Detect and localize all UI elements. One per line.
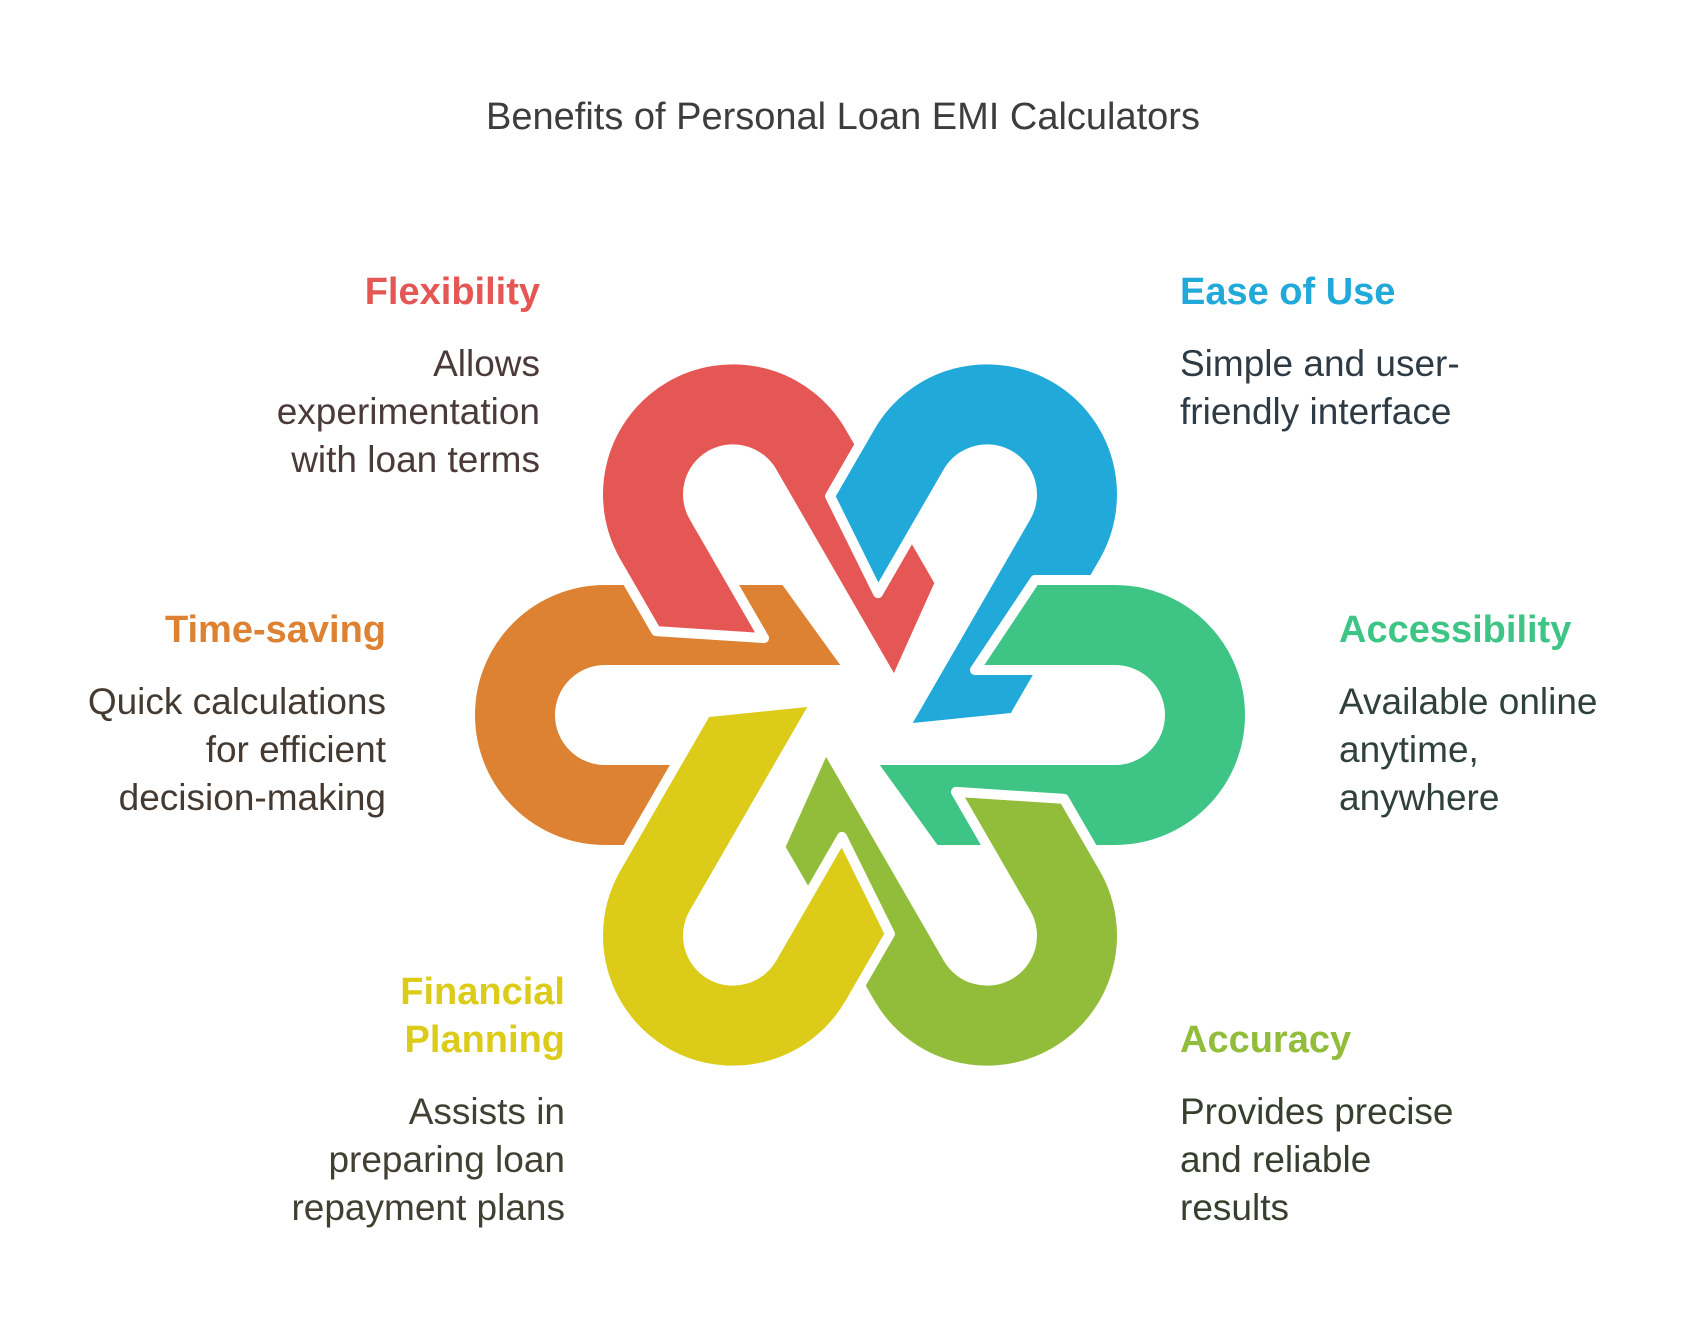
flexibility-description: Allows experimentation with loan terms — [140, 340, 540, 484]
diagram-title: Benefits of Personal Loan EMI Calculator… — [486, 96, 1200, 138]
accuracy-loop — [775, 740, 1127, 1076]
time-saving-line-1: Quick calculations — [87, 681, 386, 722]
financial-planning-loop — [593, 695, 895, 1076]
time-saving-heading: Time-saving — [164, 609, 386, 651]
financial-planning-block: Financial Planning Assists in preparing … — [160, 968, 565, 1232]
accessibility-line-3: anywhere — [1339, 777, 1500, 818]
accessibility-block: Accessibility Available online anytime, … — [1339, 606, 1679, 822]
accuracy-description: Provides precise and reliable results — [1180, 1088, 1600, 1232]
flexibility-loop — [593, 354, 945, 690]
accuracy-block: Accuracy Provides precise and reliable r… — [1180, 1016, 1600, 1232]
accuracy-line-2: and reliable — [1180, 1139, 1372, 1180]
time-saving-line-2: for efficient — [205, 729, 386, 770]
time-saving-loop — [465, 575, 855, 855]
financial-planning-heading-line-1: Financial — [400, 971, 565, 1013]
financial-planning-heading-line-2: Planning — [404, 1019, 565, 1061]
flexibility-line-2: experimentation — [276, 391, 540, 432]
financial-planning-heading: Financial Planning — [160, 968, 565, 1064]
financial-planning-line-3: repayment plans — [291, 1187, 565, 1228]
accessibility-description: Available online anytime, anywhere — [1339, 678, 1679, 822]
ease-of-use-block: Ease of Use Simple and user- friendly in… — [1180, 268, 1600, 436]
time-saving-line-3: decision-making — [118, 777, 386, 818]
ease-of-use-heading: Ease of Use — [1180, 271, 1396, 313]
flexibility-line-3: with loan terms — [291, 439, 540, 480]
time-saving-block: Time-saving Quick calculations for effic… — [20, 606, 386, 822]
flexibility-heading: Flexibility — [364, 271, 540, 313]
flexibility-line-1: Allows — [433, 343, 540, 384]
ease-of-use-line-1: Simple and user- — [1180, 343, 1460, 384]
accuracy-line-1: Provides precise — [1180, 1091, 1454, 1132]
accuracy-heading: Accuracy — [1180, 1019, 1352, 1061]
accessibility-loop — [865, 575, 1255, 855]
accuracy-line-3: results — [1180, 1187, 1289, 1228]
flexibility-block: Flexibility Allows experimentation with … — [140, 268, 540, 484]
accessibility-line-2: anytime, — [1339, 729, 1479, 770]
accessibility-line-1: Available online — [1339, 681, 1598, 722]
time-saving-description: Quick calculations for efficient decisio… — [20, 678, 386, 822]
ease-of-use-line-2: friendly interface — [1180, 391, 1452, 432]
financial-planning-line-1: Assists in — [408, 1091, 565, 1132]
ease-of-use-description: Simple and user- friendly interface — [1180, 340, 1600, 436]
financial-planning-description: Assists in preparing loan repayment plan… — [160, 1088, 565, 1232]
financial-planning-line-2: preparing loan — [328, 1139, 565, 1180]
accessibility-heading: Accessibility — [1339, 609, 1572, 651]
